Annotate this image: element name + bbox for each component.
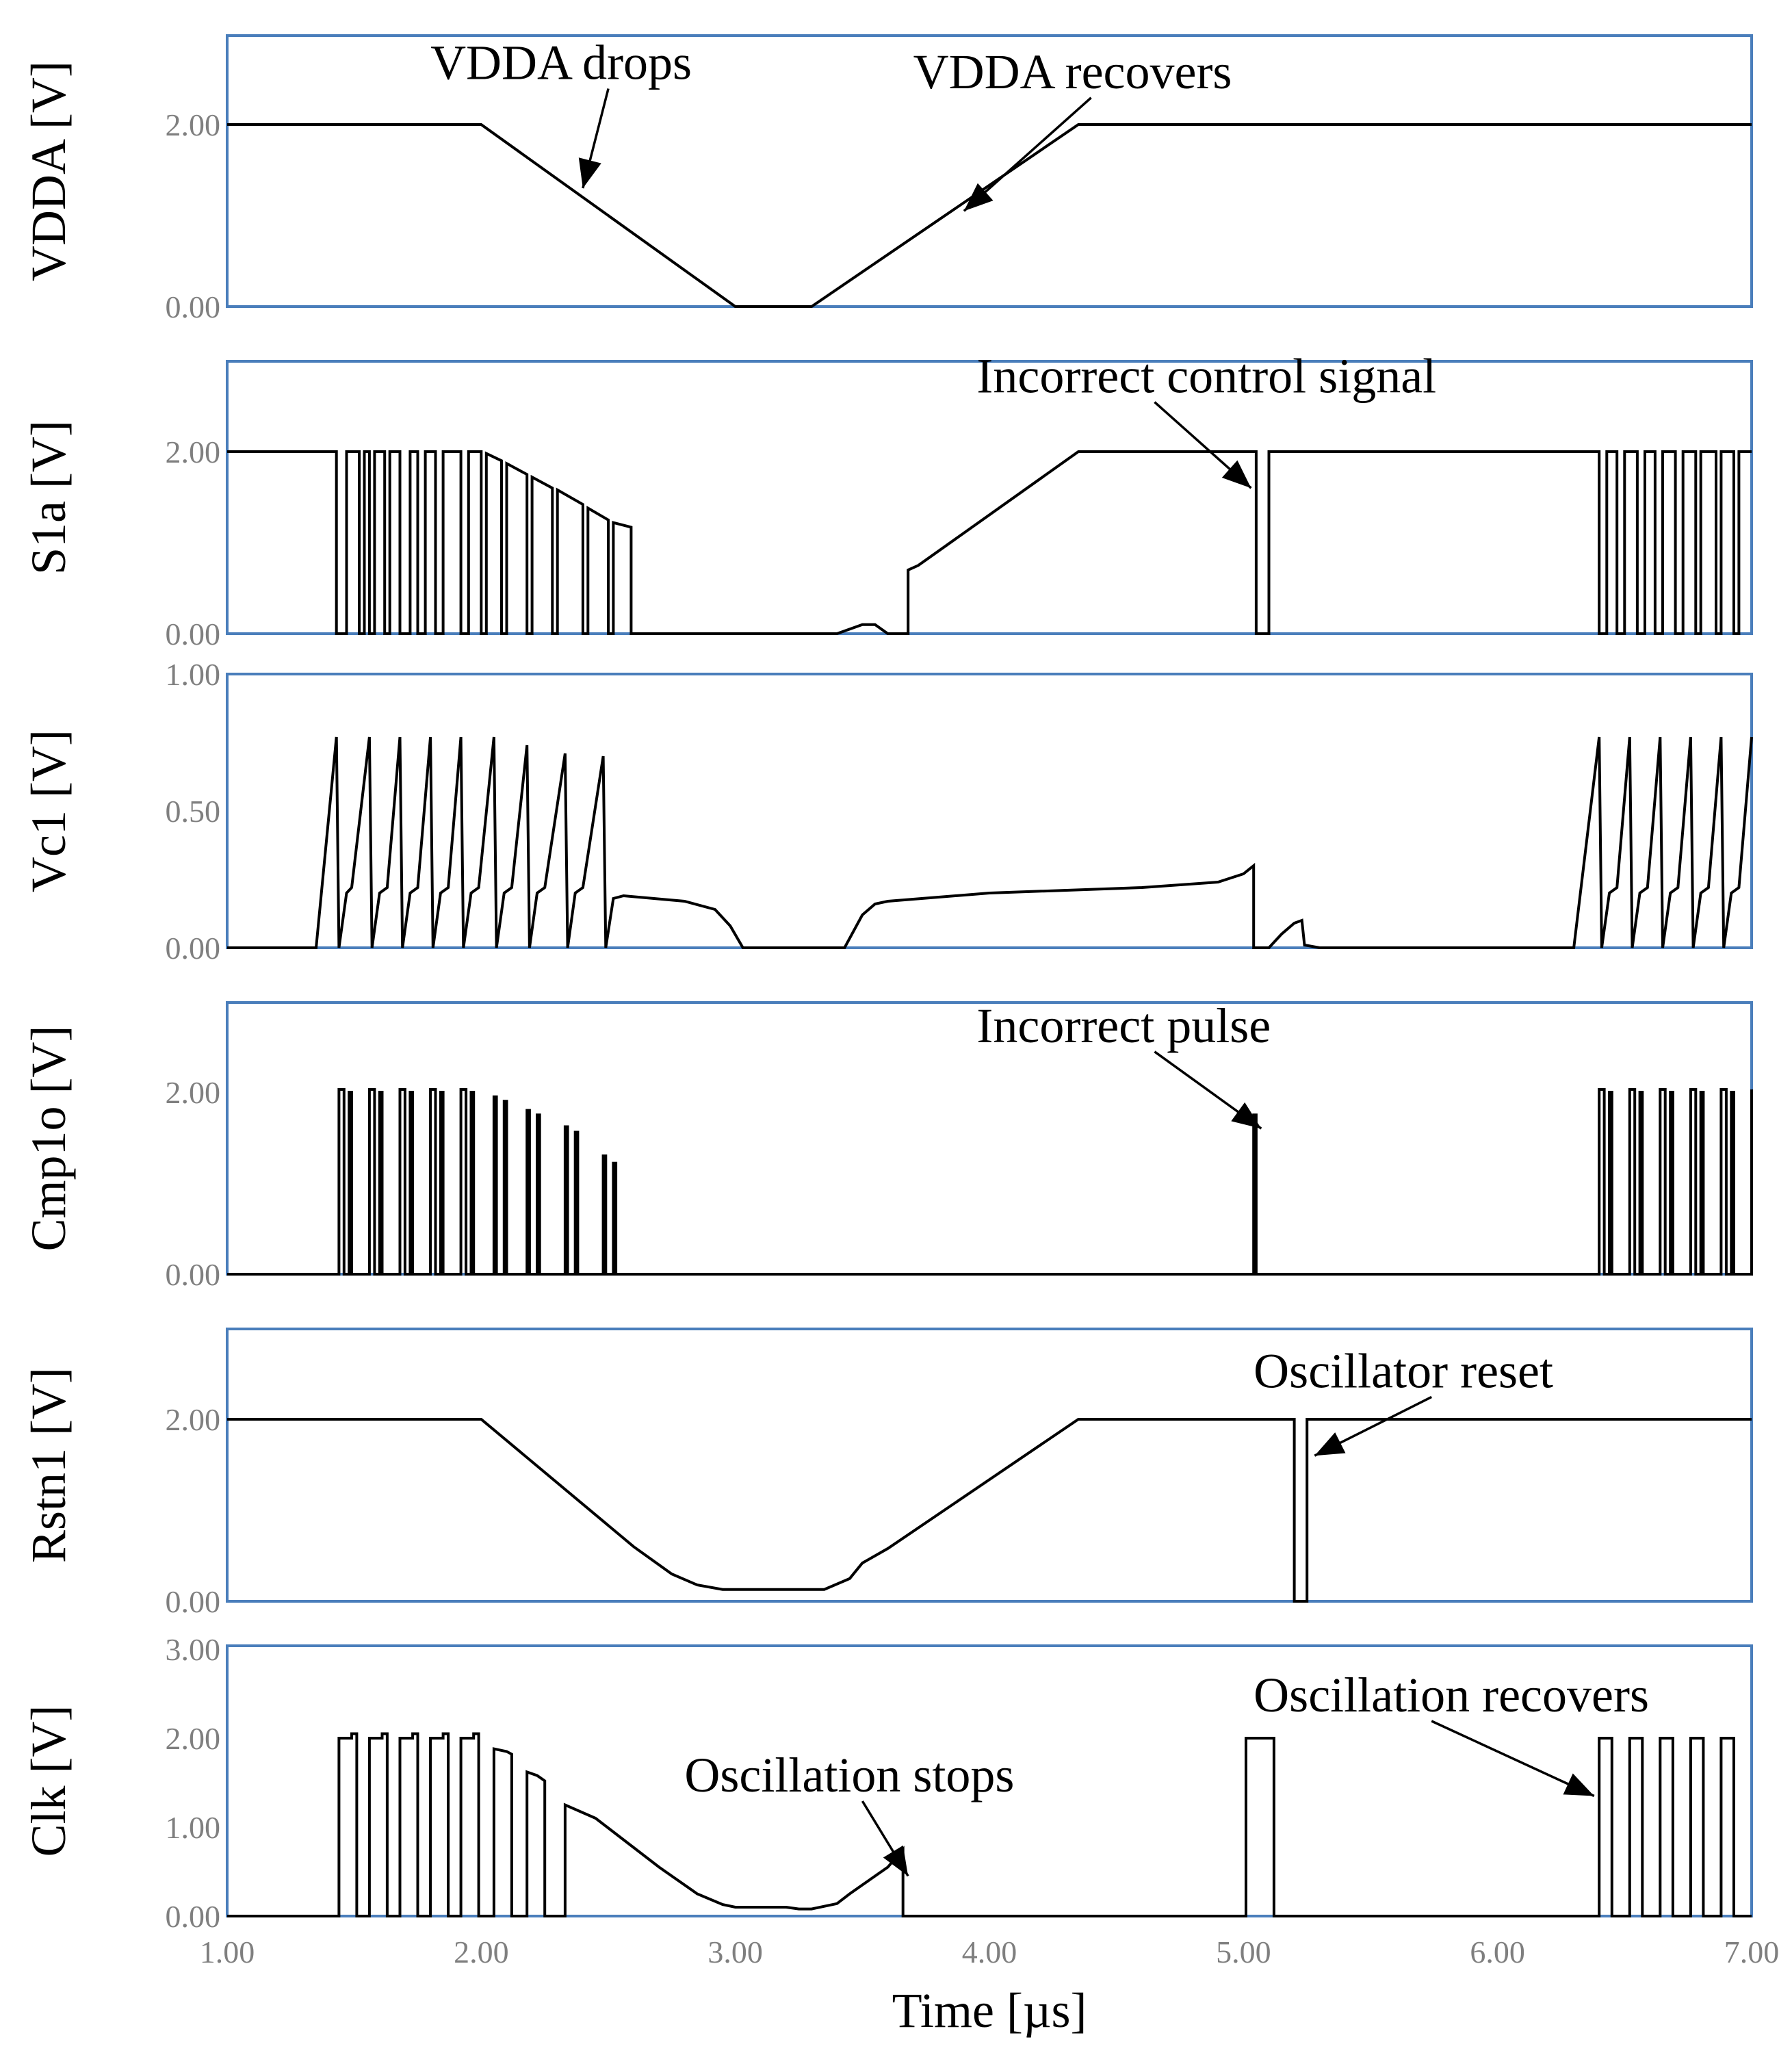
annotation-arrowhead [578, 157, 601, 189]
y-tick-label: 2.00 [166, 1402, 221, 1437]
waveform-trace [227, 736, 1753, 949]
waveform-trace [227, 1418, 1752, 1603]
annotation-arrowhead [1231, 1102, 1262, 1129]
y-tick-label: 2.00 [166, 435, 221, 469]
y-tick-label: 0.00 [166, 1899, 221, 1934]
y-axis-label: S1a [V] [21, 420, 76, 575]
y-tick-label: 2.00 [166, 107, 221, 142]
waveform-trace [227, 123, 1752, 308]
y-tick-label: 3.00 [166, 1632, 221, 1667]
y-tick-label: 0.00 [166, 1257, 221, 1292]
y-tick-label: 0.50 [166, 794, 221, 829]
y-axis-label: Clk [V] [21, 1705, 76, 1857]
annotation-arrowhead [963, 183, 994, 211]
annotation-arrowhead [1221, 460, 1251, 489]
annotation-label: Oscillation recovers [1254, 1668, 1649, 1722]
x-tick-label: 6.00 [1470, 1935, 1525, 1969]
annotation-label: VDDA drops [430, 36, 692, 90]
y-tick-label: 0.00 [166, 931, 221, 966]
y-tick-label: 0.00 [166, 289, 221, 324]
x-tick-label: 3.00 [707, 1935, 763, 1969]
plot-frame [226, 1328, 1753, 1603]
annotation-label: Oscillator reset [1254, 1343, 1553, 1398]
waveform-trace [227, 1732, 1752, 1917]
annotation-label: VDDA recovers [913, 44, 1232, 99]
annotation-arrowhead [1314, 1432, 1346, 1456]
annotation-arrowhead [1563, 1773, 1594, 1796]
panel-rstn1: 0.00 2.00 Rstn1 [V] Oscillator reset [21, 1328, 1753, 1619]
panel-vdda: 0.00 2.00 VDDA [V] VDDA drops VDDA recovers [21, 34, 1753, 324]
waveform-trace [227, 1088, 1753, 1276]
x-tick-label: 7.00 [1724, 1935, 1780, 1969]
annotation-arrowhead [883, 1845, 909, 1876]
panel-s1a: 0.00 2.00 S1a [V] Incorrect control signal [21, 349, 1753, 651]
y-axis-label: Vc1 [V] [21, 729, 76, 892]
x-axis-label: Time [µs] [892, 1983, 1087, 2038]
x-tick-label: 4.00 [962, 1935, 1017, 1969]
y-axis-label: Rstn1 [V] [21, 1367, 76, 1563]
y-tick-label: 2.00 [166, 1075, 221, 1110]
y-tick-label: 2.00 [166, 1721, 221, 1756]
y-tick-label: 0.00 [166, 617, 221, 651]
x-tick-label: 2.00 [454, 1935, 509, 1969]
plot-frame [226, 34, 1753, 308]
annotation-label: Incorrect control signal [976, 349, 1436, 404]
y-tick-label: 0.00 [166, 1584, 221, 1619]
annotation-label: Incorrect pulse [976, 998, 1271, 1053]
annotation-label: Oscillation stops [684, 1748, 1014, 1802]
y-tick-label: 1.00 [166, 657, 221, 692]
annotation-arrow-line [1431, 1720, 1595, 1798]
plot-frame [226, 360, 1753, 635]
x-tick-label: 1.00 [200, 1935, 255, 1969]
plot-frame [226, 673, 1753, 949]
y-axis-label: VDDA [V] [21, 61, 76, 281]
waveform-trace [227, 450, 1752, 635]
y-axis-label: Cmp1o [V] [21, 1026, 76, 1252]
panel-cmp1o: 0.00 2.00 Cmp1o [V] Incorrect pulse [21, 998, 1753, 1292]
x-tick-label: 5.00 [1216, 1935, 1271, 1969]
y-tick-label: 1.00 [166, 1810, 221, 1845]
